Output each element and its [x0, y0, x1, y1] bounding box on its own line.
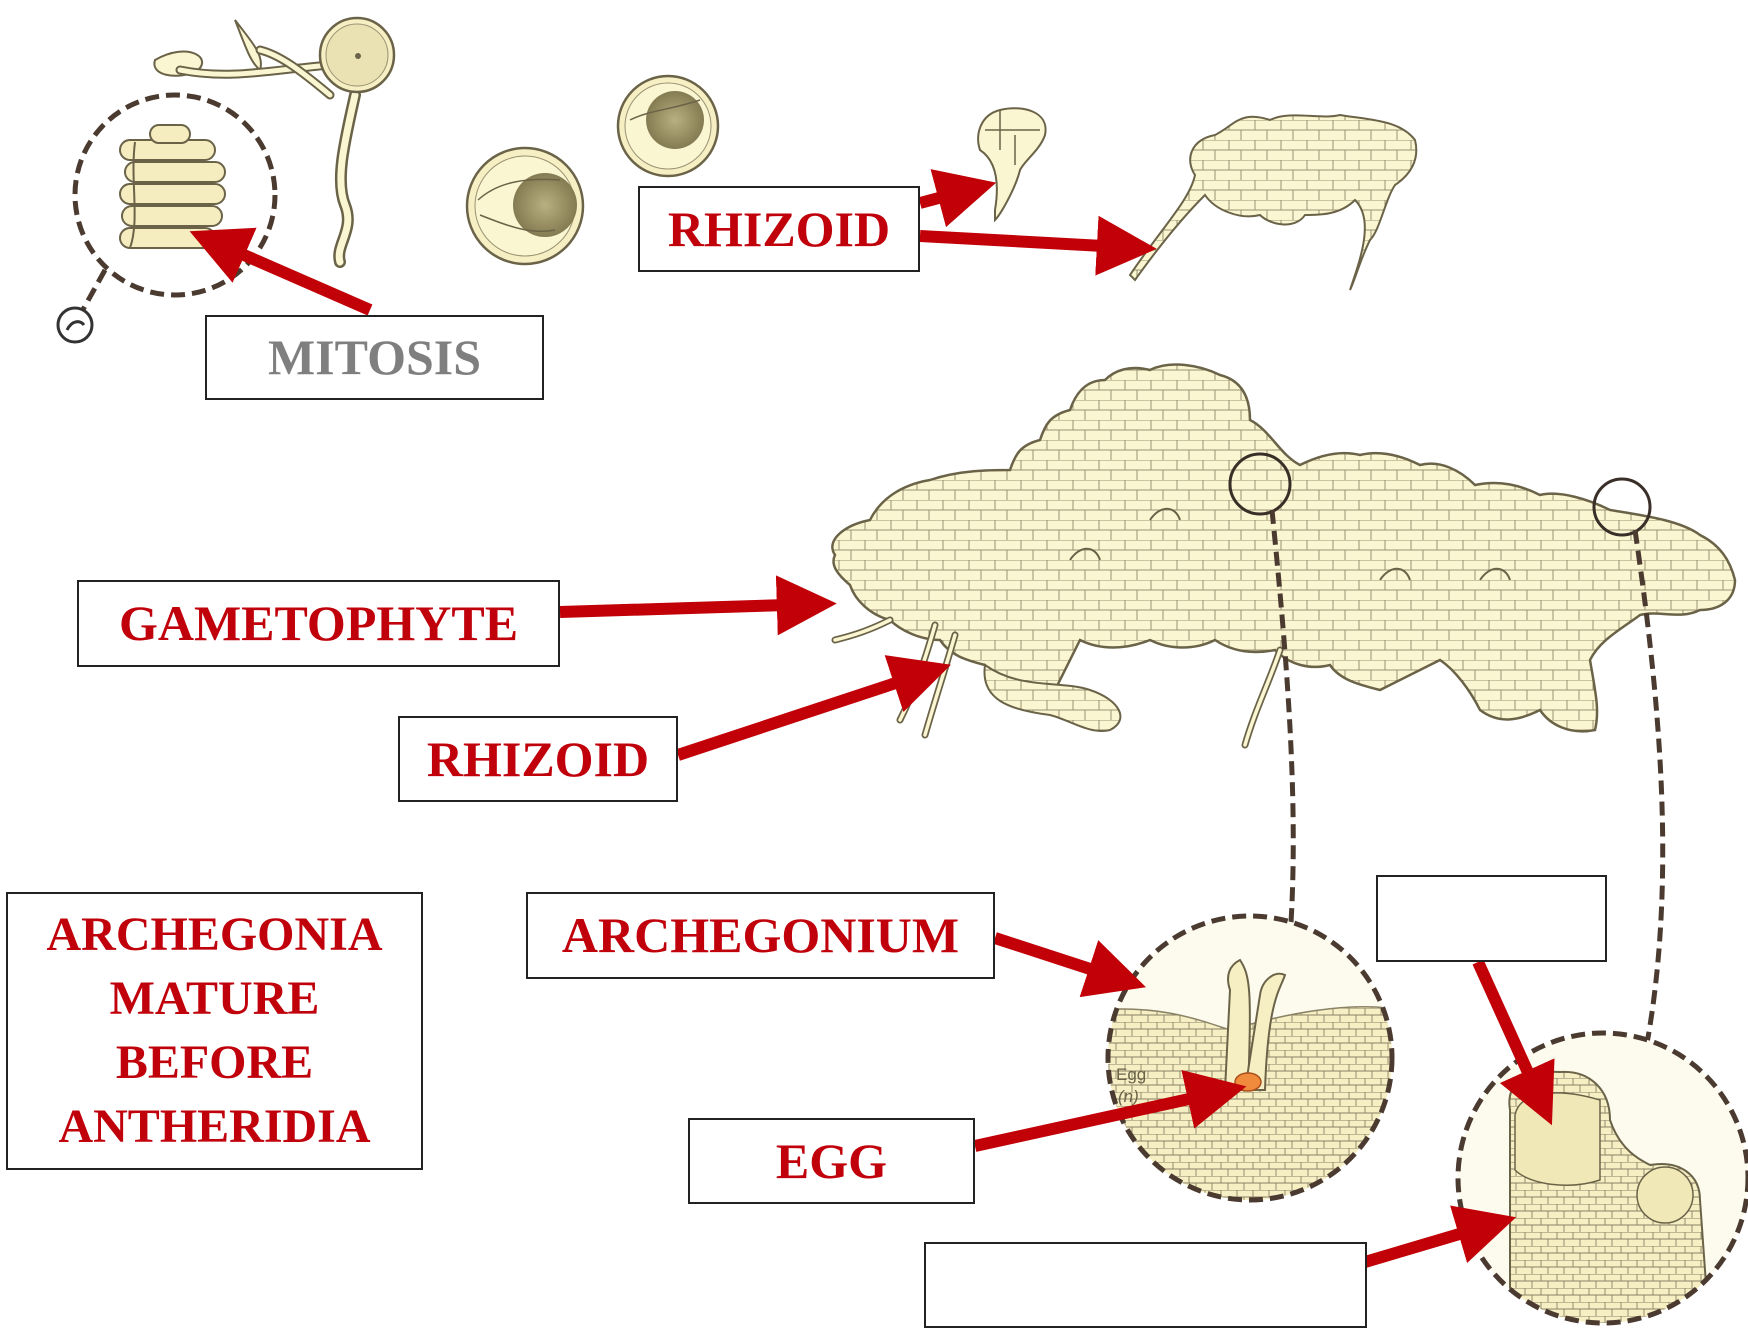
blank-label-top	[1376, 875, 1607, 962]
blank-label-bottom	[924, 1242, 1367, 1328]
mitosis-inset	[58, 95, 275, 342]
note-line-2: MATURE	[110, 967, 320, 1031]
mitosis-label: MITOSIS	[205, 315, 544, 400]
egg-tiny-label: Egg	[1116, 1065, 1146, 1084]
egg-label: EGG	[688, 1118, 975, 1204]
arrow-rhizoid-top-2	[920, 236, 1140, 248]
gametophyte-body	[832, 365, 1735, 745]
gametophyte-label: GAMETOPHYTE	[77, 580, 560, 667]
arrow-gametophyte	[560, 604, 820, 612]
note-line-4: ANTHERIDIA	[58, 1095, 370, 1159]
rhizoid-label-top: RHIZOID	[638, 186, 920, 272]
archegonia-maturity-note: ARCHEGONIA MATURE BEFORE ANTHERIDIA	[6, 892, 423, 1170]
arrow-rhizoid-top-1	[920, 187, 980, 203]
egg-cell	[1235, 1073, 1261, 1091]
arrow-archegonium	[995, 938, 1130, 982]
rhizoid-label-mid: RHIZOID	[398, 716, 678, 802]
note-line-3: BEFORE	[116, 1031, 313, 1095]
note-line-1: ARCHEGONIA	[46, 903, 382, 967]
young-protonema	[978, 108, 1045, 220]
early-gametophyte	[1130, 115, 1416, 290]
archegonium-label: ARCHEGONIUM	[526, 892, 995, 979]
arrow-rhizoid-mid	[678, 670, 935, 755]
ploidy-tiny-label: (n)	[1118, 1087, 1139, 1106]
archegonium-inset: Egg (n)	[1100, 916, 1400, 1220]
antheridium-inset	[1458, 1033, 1748, 1328]
